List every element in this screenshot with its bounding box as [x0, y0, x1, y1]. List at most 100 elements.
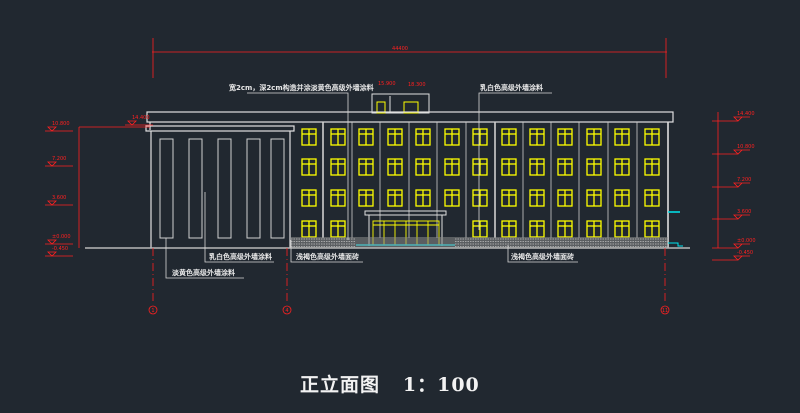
level-mark [125, 120, 153, 126]
window [387, 128, 403, 146]
window [415, 128, 431, 146]
annotation-upper-right: 乳白色高级外墙涂料 [480, 83, 543, 92]
level-text-right: 3.600 [737, 209, 751, 215]
window [557, 158, 573, 176]
level-text-left: 10.800 [52, 121, 70, 127]
window [529, 158, 545, 176]
window [614, 189, 630, 207]
window [501, 158, 517, 176]
annotation-plinth-left: 浅褐色高级外墙面砖 [296, 252, 359, 261]
window [330, 128, 346, 146]
window [614, 158, 630, 176]
level-mark [45, 239, 73, 245]
building-outline [145, 111, 674, 248]
level-text-right: -0.450 [737, 250, 753, 256]
window [444, 128, 460, 146]
window [557, 128, 573, 146]
window [501, 220, 517, 238]
window [472, 128, 488, 146]
roof-windows [376, 101, 419, 114]
level-mark [712, 214, 750, 220]
window [586, 220, 602, 238]
axis-bubbles [148, 305, 670, 315]
level-mark [712, 255, 750, 261]
axis-label-4: 4 [285, 308, 288, 314]
window [557, 189, 573, 207]
plinth-tile-band [291, 237, 668, 248]
level-text-left: 14.400 [132, 115, 150, 121]
level-mark [45, 251, 73, 257]
annotation-yellow-coating: 淡黄色高级外墙涂料 [172, 268, 235, 277]
window [415, 189, 431, 207]
level-mark [45, 161, 73, 167]
window [586, 128, 602, 146]
left-level-marks [45, 120, 153, 257]
window [472, 220, 488, 238]
title-text: 正立面图 [300, 374, 381, 396]
window [586, 158, 602, 176]
overall-dimension-text: 44400 [392, 46, 408, 52]
window [557, 220, 573, 238]
window [330, 220, 346, 238]
level-text-right: 7.200 [737, 177, 751, 183]
drawing-title: 正立面图 1：100 [300, 370, 480, 397]
window [529, 128, 545, 146]
level-text-left: -0.450 [52, 246, 68, 252]
window [444, 158, 460, 176]
level-mark [712, 243, 750, 249]
window [358, 158, 374, 176]
window [301, 128, 317, 146]
window [301, 189, 317, 207]
axis-label-11: 11 [662, 308, 668, 314]
level-mark [45, 200, 73, 206]
right-level-marks [712, 112, 750, 261]
window [472, 158, 488, 176]
wall-panel [159, 138, 174, 239]
roof-stair-tower [371, 93, 430, 114]
window [529, 220, 545, 238]
pilasters [322, 122, 638, 238]
window [501, 189, 517, 207]
window [444, 189, 460, 207]
window [644, 220, 660, 238]
level-stair: 15.900 [378, 81, 396, 87]
window [529, 189, 545, 207]
annotation-plinth-right: 浅褐色高级外墙面砖 [511, 252, 574, 261]
window [501, 128, 517, 146]
window [358, 189, 374, 207]
axis-lines [152, 248, 666, 304]
level-text-right: 10.800 [737, 144, 755, 150]
scale-text: 1：100 [402, 374, 480, 396]
level-text-right: ±0.000 [737, 238, 756, 244]
annotation-white-coating: 乳白色高级外墙涂料 [209, 252, 272, 261]
left-block-panels [159, 138, 285, 239]
wall-panel [246, 138, 261, 239]
window [330, 158, 346, 176]
window [586, 189, 602, 207]
level-text-right: 14.400 [737, 111, 755, 117]
window [387, 189, 403, 207]
wall-panel [270, 138, 285, 239]
level-text-left: ±0.000 [52, 234, 71, 240]
level-mark [712, 149, 750, 155]
level-text-left: 3.600 [52, 195, 66, 201]
level-mark [45, 126, 73, 132]
side-steps [668, 242, 683, 247]
axis-label-1: 1 [151, 308, 154, 314]
level-text-left: 7.200 [52, 156, 66, 162]
window [301, 220, 317, 238]
windows [301, 128, 660, 238]
overall-dimension [152, 38, 667, 78]
window [415, 158, 431, 176]
window [387, 158, 403, 176]
wall-panel [188, 138, 203, 239]
annotation-leaders [165, 92, 578, 279]
window [614, 220, 630, 238]
wall-panel [217, 138, 232, 239]
window [614, 128, 630, 146]
level-roof-top: 18.300 [408, 82, 426, 88]
window [644, 158, 660, 176]
window [330, 189, 346, 207]
annotation-groove: 宽2cm，深2cm构造并涂淡黄色高级外墙涂料 [228, 83, 374, 92]
window [644, 128, 660, 146]
